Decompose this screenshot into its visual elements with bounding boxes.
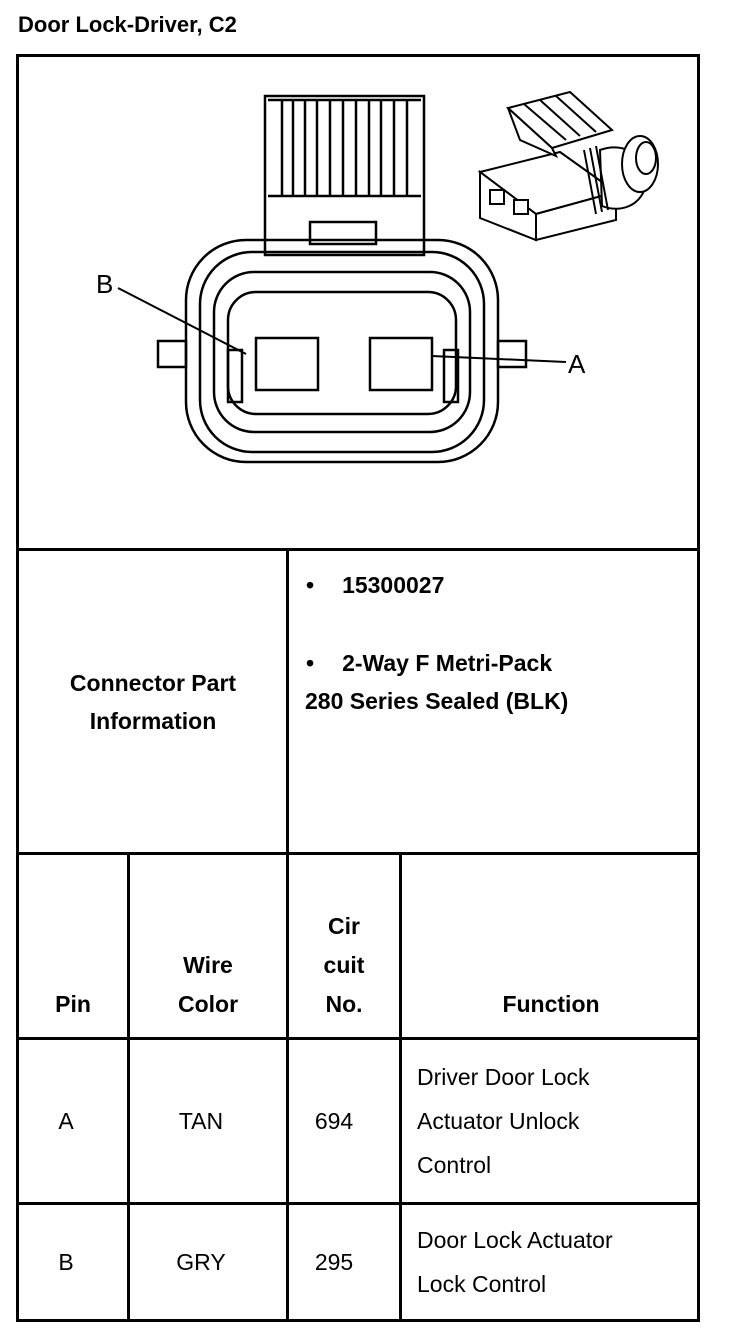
header-circuit-line1: Cir [328, 913, 360, 939]
divider-part-info [16, 852, 700, 855]
connector-part-info-label: Connector Part Information [69, 670, 237, 734]
row-a-pin: A [58, 1108, 74, 1134]
pin-label-b: B [96, 269, 113, 299]
header-circuit-line3: No. [325, 991, 363, 1017]
row-a-function-line3: Control [417, 1152, 492, 1178]
part-description-line1: 2-Way F Metri-Pack [342, 650, 553, 676]
divider-col-circuit [399, 852, 402, 1322]
row-b-pin: B [58, 1249, 74, 1275]
connector-table-frame [16, 54, 700, 1322]
divider-col-wire [286, 852, 289, 1322]
divider-diagram [16, 548, 700, 551]
row-a-function-line1: Driver Door Lock [417, 1064, 590, 1090]
row-a-circuit: 694 [314, 1108, 354, 1134]
divider-header [16, 1037, 700, 1040]
row-b-function-line1: Door Lock Actuator [417, 1227, 613, 1253]
bullet-description-line1: • 2-Way F Metri-Pack [306, 644, 552, 682]
row-b-wire-color: GRY [176, 1249, 226, 1275]
part-number: 15300027 [342, 572, 445, 598]
bullet-icon: • [306, 572, 315, 598]
cavity-a [368, 336, 434, 392]
bullet-icon: • [306, 650, 315, 676]
cavity-b [254, 336, 320, 392]
header-pin: Pin [55, 991, 91, 1017]
row-a-function-line2: Actuator Unlock [417, 1108, 580, 1134]
connector-isometric-sketch [477, 90, 659, 242]
divider-col-info [286, 548, 289, 855]
header-function: Function [502, 991, 600, 1017]
row-b-circuit: 295 [314, 1249, 354, 1275]
row-a-wire-color: TAN [178, 1108, 224, 1134]
page-title: Door Lock-Driver, C2 [18, 12, 237, 37]
part-description-line2: 280 Series Sealed (BLK) [305, 688, 569, 714]
row-b-function-line2: Lock Control [417, 1271, 547, 1297]
divider-row-a [16, 1202, 700, 1205]
bullet-part-number: • 15300027 [306, 566, 444, 604]
divider-col-pin [127, 852, 130, 1322]
latch-housing [263, 94, 426, 257]
header-circuit-line2: cuit [323, 952, 365, 978]
header-wire-color-line1: Wire [183, 952, 233, 978]
connector-face-diagram: B A [96, 90, 659, 464]
pin-label-a: A [568, 349, 586, 379]
header-wire-color-line2: Color [177, 991, 239, 1017]
